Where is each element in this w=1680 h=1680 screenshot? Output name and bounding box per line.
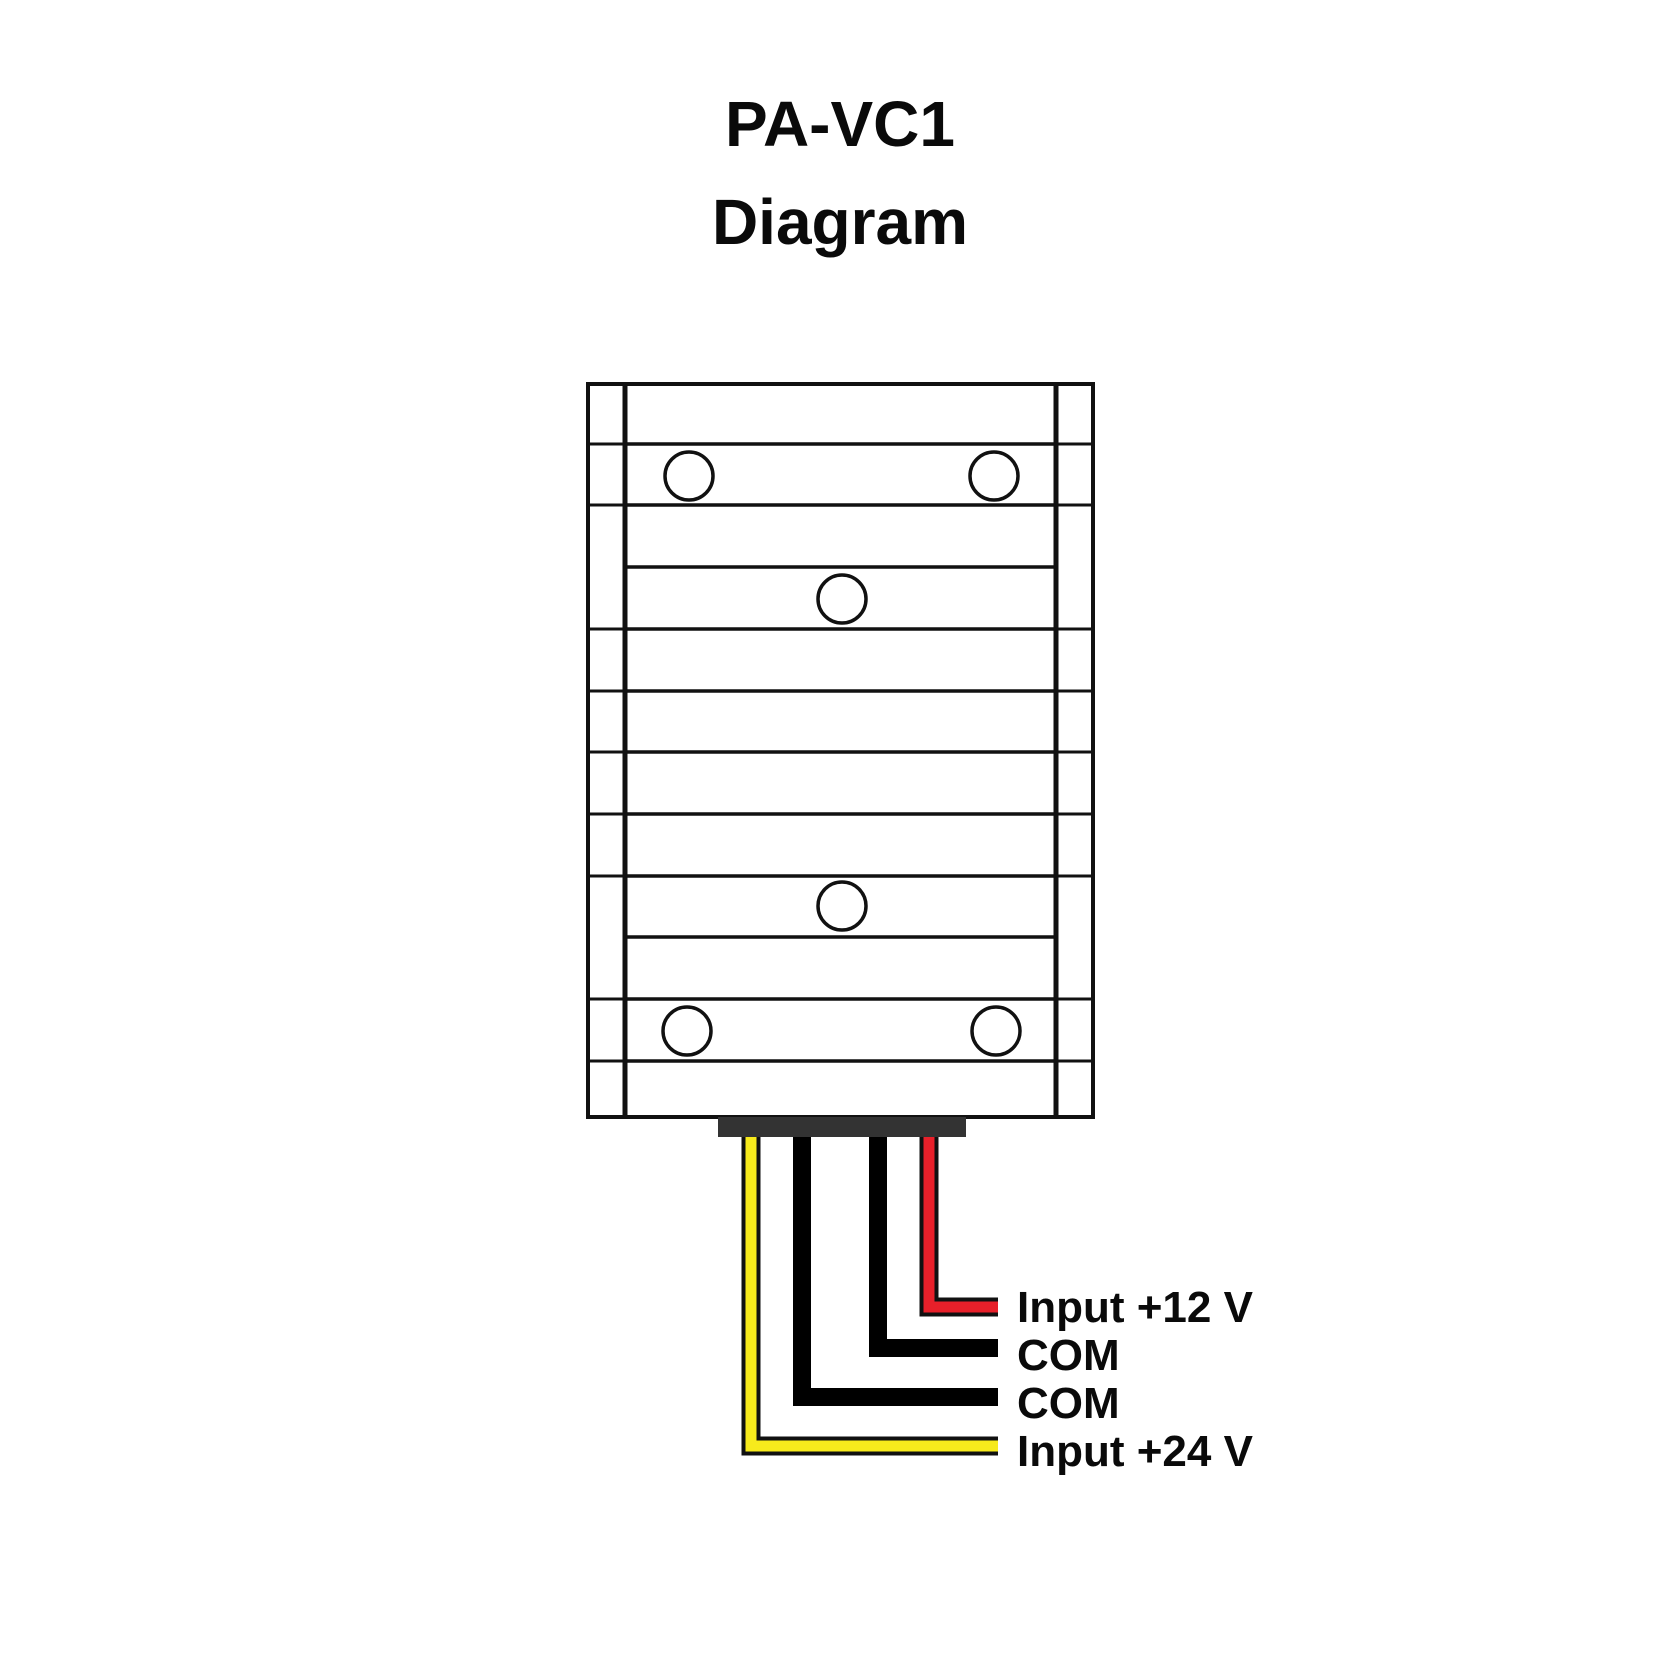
wire-black-com-1: [869, 1137, 998, 1357]
wire-label-input-24v: Input +24 V: [1017, 1427, 1254, 1476]
mounting-holes: [661, 450, 1022, 1057]
screw-hole: [661, 1005, 713, 1057]
wire-red: [923, 1137, 998, 1313]
wire-label-com-2: COM: [1017, 1379, 1120, 1428]
wire-label-com-1: COM: [1017, 1331, 1120, 1380]
diagram-title-subtitle: Diagram: [711, 186, 969, 258]
wire-black-com-2: [793, 1137, 998, 1406]
flange-ticks-left: [590, 442, 625, 1063]
flange-ticks-right: [1056, 442, 1091, 1063]
heatsink-fins: [625, 442, 1056, 1063]
wire-label-input-12v: Input +12 V: [1017, 1283, 1254, 1332]
wire-connector-block: [718, 1117, 966, 1137]
wire-labels: Input +12 V COM COM Input +24 V: [1017, 1283, 1254, 1476]
screw-hole: [816, 880, 868, 932]
screw-hole: [970, 1005, 1022, 1057]
wire-red-outline: [919, 1137, 998, 1317]
screw-hole: [663, 450, 715, 502]
diagram-title-model: PA-VC1: [725, 88, 955, 160]
screw-hole: [968, 450, 1020, 502]
wire-yellow: [745, 1137, 998, 1452]
screw-hole: [816, 573, 868, 625]
wires: [741, 1137, 998, 1456]
